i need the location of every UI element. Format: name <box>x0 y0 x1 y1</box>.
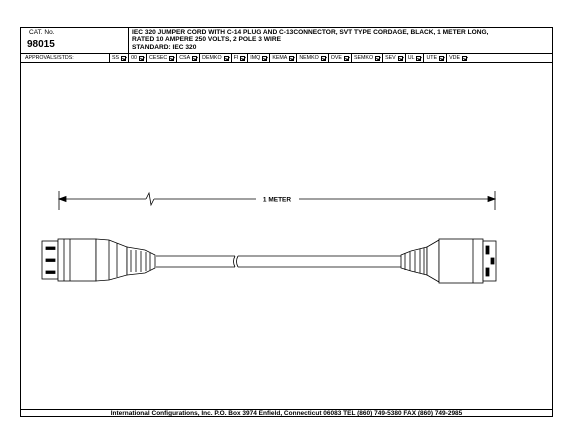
approval-name: OVE <box>330 55 342 61</box>
description-line: RATED 10 AMPERE 250 VOLTS, 2 POLE 3 WIRE <box>132 36 282 44</box>
approval-checkbox-icon <box>223 55 229 61</box>
title-block: CAT. No. 98015 IEC 320 JUMPER CORD WITH … <box>21 28 552 54</box>
approval-item: CSA <box>176 54 199 62</box>
approval-checkbox-icon <box>262 55 268 61</box>
approval-name: FI <box>233 55 239 61</box>
approval-name: CSA <box>179 55 191 61</box>
approval-item: IMQ <box>247 54 269 62</box>
c13-connector <box>400 238 497 284</box>
approval-name: 00 <box>131 55 137 61</box>
dimension-label: 1 METER <box>263 197 291 204</box>
approval-checkbox-icon <box>439 55 445 61</box>
approval-checkbox-icon <box>169 55 175 61</box>
c14-plug <box>41 238 156 282</box>
drawing-sheet: CAT. No. 98015 IEC 320 JUMPER CORD WITH … <box>20 27 553 417</box>
product-description: IEC 320 JUMPER CORD WITH C-14 PLUG AND C… <box>132 29 550 51</box>
approval-checkbox-icon <box>462 55 467 61</box>
approval-checkbox-icon <box>397 55 403 61</box>
approvals-list: SS 00 CESEC CSA DEMKO FI IMQ KEMA NEMKO OVE SEMKO S… <box>109 54 469 62</box>
approval-name: SS <box>112 55 120 61</box>
approval-item: 00 <box>128 54 146 62</box>
approval-checkbox-icon <box>375 55 381 61</box>
approval-item: OVE <box>327 54 351 62</box>
approval-item: KEMA <box>269 54 296 62</box>
dimension-line <box>57 191 497 210</box>
approval-name: DEMKO <box>202 55 222 61</box>
approval-item: CESEC <box>145 54 176 62</box>
approval-checkbox-icon <box>240 55 246 61</box>
cord-drawing: 1 METER <box>41 191 497 284</box>
approval-name: UTE <box>426 55 438 61</box>
approval-item: FI <box>230 54 248 62</box>
approval-name: KEMA <box>272 55 288 61</box>
approval-name: SEV <box>385 55 396 61</box>
approval-name: UL <box>407 55 415 61</box>
approval-name: NEMKO <box>299 55 319 61</box>
approval-item: VDE <box>446 54 469 62</box>
approval-name: SEMKO <box>353 55 374 61</box>
catalog-label: CAT. No. <box>29 29 55 36</box>
catalog-number: 98015 <box>27 39 55 50</box>
approval-item: UTE <box>423 54 446 62</box>
approval-checkbox-icon <box>320 55 326 61</box>
approval-checkbox-icon <box>343 55 349 61</box>
approvals-label: APPROVALS/STDS: <box>25 55 74 61</box>
cord <box>156 255 401 268</box>
approval-item: DEMKO <box>199 54 230 62</box>
approval-checkbox-icon <box>192 55 198 61</box>
approval-item: UL <box>404 54 424 62</box>
approval-checkbox-icon <box>416 55 422 61</box>
approval-item: SEV <box>382 54 405 62</box>
description-line: IEC 320 JUMPER CORD WITH C-14 PLUG AND C… <box>132 29 489 36</box>
approval-item: NEMKO <box>296 54 327 62</box>
approval-item: SS <box>109 54 128 62</box>
catalog-cell: CAT. No. 98015 <box>21 28 129 53</box>
approval-name: CESEC <box>148 55 168 61</box>
approval-checkbox-icon <box>138 55 144 61</box>
approval-item: SEMKO <box>350 54 382 62</box>
approvals-row: APPROVALS/STDS: SS 00 CESEC CSA DEMKO FI IMQ KE… <box>21 54 552 63</box>
description-line: STANDARD: IEC 320 <box>132 43 197 51</box>
approval-checkbox-icon <box>121 55 127 61</box>
approval-checkbox-icon <box>289 55 295 61</box>
approval-name: IMQ <box>250 55 261 61</box>
company-footer: International Configurations, Inc. P.O. … <box>21 409 552 418</box>
approval-name: VDE <box>449 55 460 61</box>
